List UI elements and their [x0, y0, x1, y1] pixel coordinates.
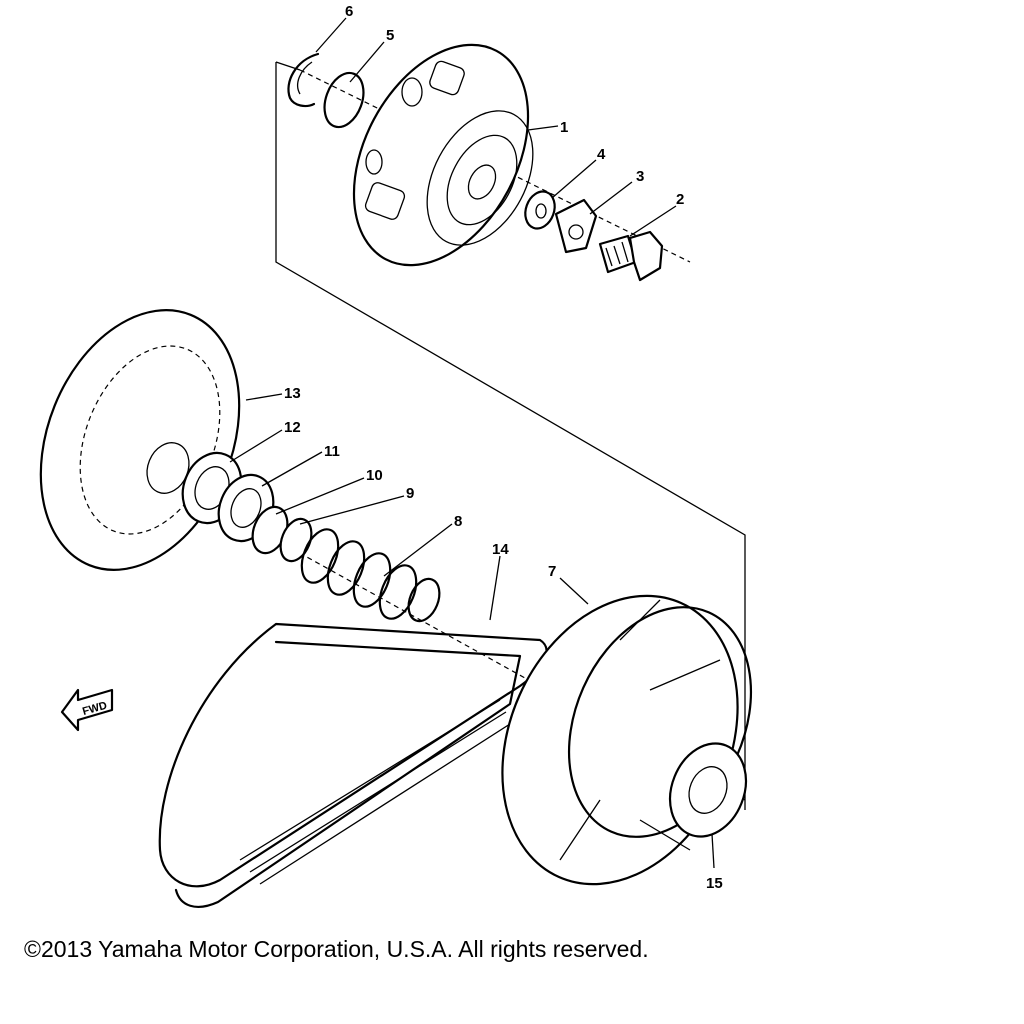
callout-13: 13 — [284, 385, 301, 402]
callout-14: 14 — [492, 541, 509, 558]
callout-10: 10 — [366, 467, 383, 484]
part-13-sheave — [39, 309, 241, 571]
callout-11: 11 — [324, 443, 340, 460]
callout-5: 5 — [386, 27, 394, 44]
callout-9: 9 — [406, 485, 414, 502]
part-15-hub-collar — [668, 742, 748, 838]
part-7-secondary-sheave — [501, 594, 753, 886]
callout-15: 15 — [706, 875, 723, 892]
part-1-cover-plate — [352, 43, 534, 267]
callout-leaders — [229, 17, 715, 869]
callout-2: 2 — [676, 191, 684, 208]
callout-labels: 6 5 1 4 3 2 13 12 11 10 9 8 14 7 15 — [284, 3, 723, 892]
part-4-washer — [524, 190, 556, 230]
callout-8: 8 — [454, 513, 462, 530]
callout-1: 1 — [560, 119, 568, 136]
part-8-spring — [300, 528, 441, 623]
callout-6: 6 — [345, 3, 353, 20]
part-14-drive-belt — [158, 622, 548, 908]
callout-12: 12 — [284, 419, 301, 436]
callout-3: 3 — [636, 168, 644, 185]
part-3-lock-washer — [554, 198, 598, 254]
part-9-spacer — [279, 517, 313, 563]
part-6-clip — [287, 52, 320, 108]
copyright-notice: ©2013 Yamaha Motor Corporation, U.S.A. A… — [24, 936, 649, 962]
callout-4: 4 — [597, 146, 606, 163]
fwd-arrow-icon: FWD — [60, 688, 114, 732]
callout-7: 7 — [548, 563, 556, 580]
part-5-circlip — [323, 71, 365, 129]
part-2-bolt — [598, 230, 664, 282]
